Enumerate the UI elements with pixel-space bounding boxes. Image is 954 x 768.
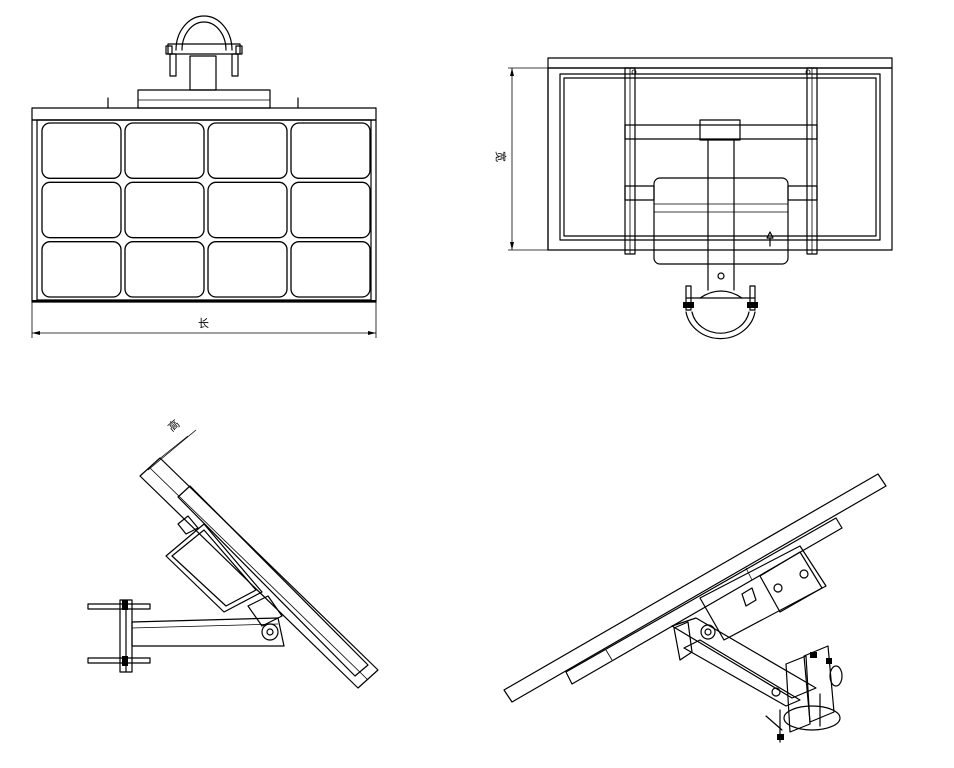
front-view: 长 [31,15,377,338]
solar-cell [124,122,205,179]
top-view: 宽 [494,57,893,340]
solar-cell [41,181,122,239]
solar-cell [207,181,288,239]
side-panel [139,457,379,689]
height-dimension-label: 高 [165,417,182,435]
side-view: 高 [87,417,379,689]
iso-panel [503,473,887,703]
solar-cell [124,181,205,239]
iso-arm [671,617,817,707]
top-panel-frame [547,57,893,251]
solar-cell [124,241,205,298]
top-rails [624,67,818,255]
top-crossbar [624,124,818,140]
length-dimension-label: 长 [198,317,209,330]
iso-pole-clamp [765,645,843,743]
front-panel-frame [31,107,377,303]
solar-cell [41,122,122,179]
top-pole-clamp [683,285,758,340]
solar-cell [290,241,371,298]
top-battery-box [624,177,818,265]
side-battery-box [165,515,263,613]
side-dimension: 高 [147,417,197,471]
solar-cell [290,122,371,179]
isometric-view [503,473,887,743]
solar-cell [290,181,371,239]
side-arm [131,595,285,647]
front-bracket [137,89,271,109]
solar-cell [41,241,122,298]
width-dimension-label: 宽 [494,151,508,162]
front-dimension: 长 [31,302,377,338]
top-arm [699,139,743,299]
solar-cell-grid [41,122,371,298]
solar-cell [207,122,288,179]
iso-battery-box [699,545,827,641]
top-dimension: 宽 [494,67,548,251]
side-pole-clamp [87,599,151,673]
solar-cell [207,241,288,298]
front-pole-clamp [165,15,243,91]
